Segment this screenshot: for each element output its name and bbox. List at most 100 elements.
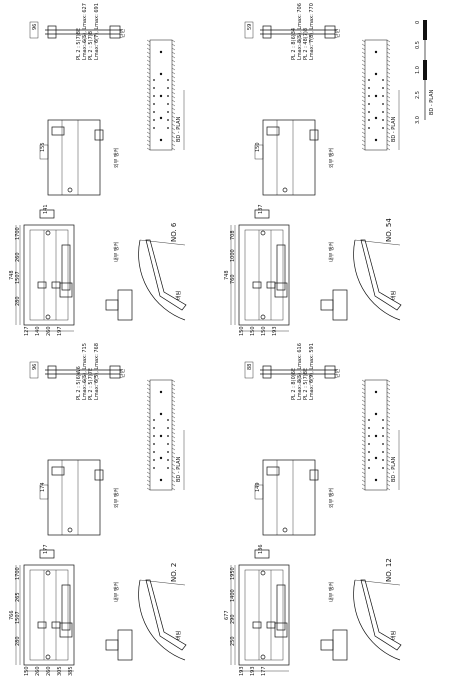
hatch-mark	[386, 135, 391, 139]
anchor-point	[167, 79, 169, 81]
anchor-point	[167, 87, 169, 89]
hatch-mark	[386, 483, 391, 487]
note: Lmax: 6(5), Lmax: 627	[82, 3, 88, 60]
anchor-point	[374, 390, 378, 394]
hatch-mark	[361, 455, 366, 459]
hatch-mark	[171, 119, 176, 123]
elevation-stiffener	[276, 244, 286, 291]
anchor-point	[159, 478, 163, 482]
hatch-mark	[386, 75, 391, 79]
hatch-mark	[146, 135, 151, 139]
hatch-mark	[386, 487, 391, 491]
hatch-mark	[361, 119, 366, 123]
hatch-mark	[386, 59, 391, 63]
bolt-plate	[266, 281, 276, 289]
dimension-label: 140	[35, 326, 41, 336]
hatch-mark	[361, 79, 366, 83]
hatch-mark	[361, 483, 366, 487]
anchor-point	[167, 103, 169, 105]
dimension-box	[254, 484, 264, 500]
note: Lmax: 8(5), Lmax: 706	[297, 3, 303, 60]
dimension-label: 177	[261, 666, 267, 676]
dimension-box	[29, 21, 39, 39]
detail-box	[39, 549, 55, 559]
scale-bar: 00.51.02.53.0BD - PLAN	[415, 20, 435, 124]
anchor-point	[167, 451, 169, 453]
anchor-point	[382, 451, 384, 453]
anchor-point	[374, 478, 378, 482]
hatch-mark	[386, 455, 391, 459]
anchor-point	[368, 427, 370, 429]
anchor-point	[374, 72, 378, 76]
dimension-label: 260	[46, 666, 52, 676]
hatch-mark	[146, 123, 151, 127]
dimension-label: 137	[258, 204, 264, 214]
clip-plate	[266, 466, 280, 476]
bolt-plate	[51, 281, 61, 289]
anchor-point	[153, 119, 155, 121]
bearing-block	[274, 622, 288, 638]
hatch-mark	[386, 403, 391, 407]
hatch-mark	[146, 407, 151, 411]
hatch-mark	[171, 103, 176, 107]
section-label: 단면	[334, 28, 341, 38]
hatch-mark	[361, 51, 366, 55]
hatch-mark	[146, 67, 151, 71]
note: Lmax: 7(8), Lmax: 770	[309, 3, 315, 60]
hatch-mark	[386, 427, 391, 431]
note: Lmax: 6(9), Lmax: 591	[309, 343, 315, 400]
elevation-outline	[23, 224, 75, 326]
dimension-label: 141	[43, 204, 49, 214]
hatch-mark	[146, 47, 151, 51]
hatch-mark	[361, 427, 366, 431]
panel-caption: NO. 54	[385, 218, 393, 242]
hatch-mark	[361, 415, 366, 419]
section-label: 외부 앵커	[113, 148, 120, 168]
hatch-mark	[361, 447, 366, 451]
hatch-mark	[171, 63, 176, 67]
anchor-point	[368, 103, 370, 105]
hatch-mark	[146, 399, 151, 403]
hatch-mark	[386, 467, 391, 471]
elevation-stiffener	[276, 584, 286, 631]
hatch-mark	[171, 467, 176, 471]
hatch-mark	[386, 83, 391, 87]
lower-detail	[332, 289, 348, 321]
anchor-hole	[45, 230, 51, 236]
elevation-stiffener	[61, 584, 71, 631]
anchor-point	[382, 119, 384, 121]
bolt-plate	[37, 621, 47, 629]
hatch-mark	[146, 39, 151, 43]
hatch-mark	[386, 87, 391, 91]
clip-plate	[309, 129, 319, 141]
hatch-mark	[171, 483, 176, 487]
dimension-label: 1400	[230, 589, 236, 602]
section-label: 내부 앵커	[113, 242, 120, 262]
hatch-mark	[171, 427, 176, 431]
hatch-mark	[386, 47, 391, 51]
hatch-mark	[146, 415, 151, 419]
hatch-mark	[361, 487, 366, 491]
hatch-mark	[386, 91, 391, 95]
anchor-point	[374, 456, 378, 460]
anchor-point	[167, 111, 169, 113]
section-line	[354, 239, 401, 246]
dimension-box	[244, 21, 254, 39]
hatch-mark	[361, 87, 366, 91]
hatch-mark	[146, 107, 151, 111]
anchor-point	[159, 116, 163, 120]
hatch-mark	[361, 479, 366, 483]
anchor-point	[159, 390, 163, 394]
hatch-mark	[171, 59, 176, 63]
hatch-mark	[171, 463, 176, 467]
hatch-mark	[361, 379, 366, 383]
note: PL 2 : 8(0)6E	[291, 368, 297, 400]
anchor-hole	[45, 314, 51, 320]
anchor-hole	[67, 187, 73, 193]
hatch-mark	[171, 95, 176, 99]
hatch-mark	[146, 63, 151, 67]
hatch-mark	[386, 447, 391, 451]
hatch-mark	[361, 67, 366, 71]
hatch-mark	[171, 479, 176, 483]
